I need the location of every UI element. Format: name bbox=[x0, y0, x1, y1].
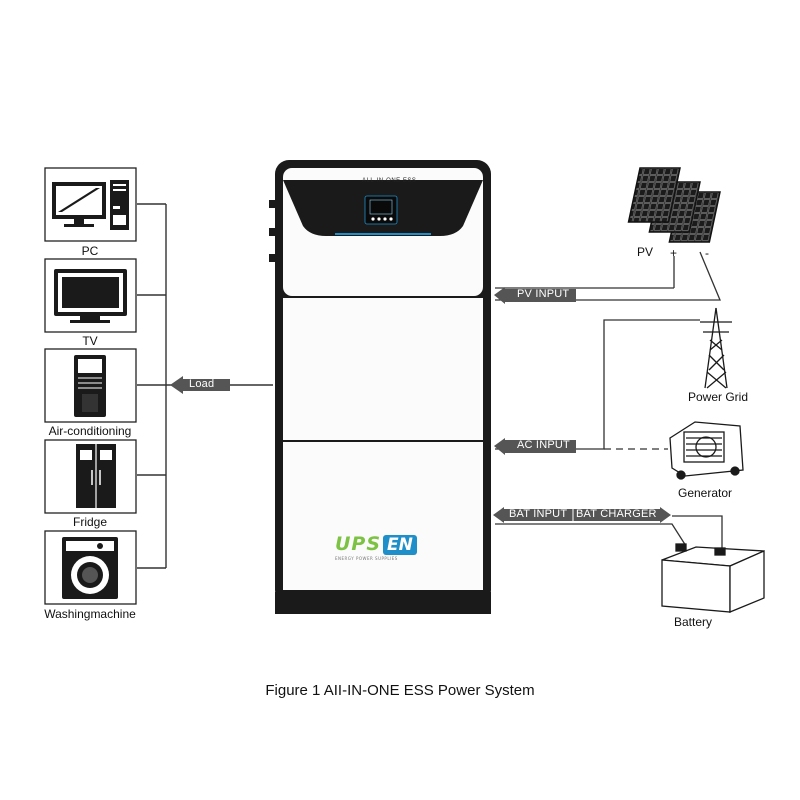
air-conditioner-icon bbox=[74, 355, 106, 417]
device-label-fridge: Fridge bbox=[72, 515, 108, 529]
pv-input-label: PV INPUT bbox=[517, 288, 570, 300]
ac-wiring bbox=[495, 319, 700, 450]
brand-tagline: ENERGY POWER SUPPLIES bbox=[335, 556, 398, 561]
power-grid-tower-icon bbox=[700, 307, 732, 389]
device-label-washing-machine: Washingmachine bbox=[44, 607, 136, 621]
pv-plus-terminal: + bbox=[670, 246, 678, 260]
generator-icon bbox=[669, 421, 744, 480]
battery-icon bbox=[661, 543, 765, 613]
solar-panel-icon bbox=[627, 167, 721, 243]
ac-input-label: AC INPUT bbox=[517, 439, 570, 451]
device-label-air-conditioning: Air-conditioning bbox=[48, 424, 132, 438]
ac-input-arrow bbox=[494, 438, 576, 455]
device-box-tv bbox=[44, 258, 137, 333]
pv-label: PV bbox=[637, 245, 654, 259]
pv-input-arrow bbox=[494, 287, 576, 304]
device-box-pc bbox=[44, 167, 137, 242]
tv-icon bbox=[54, 269, 127, 323]
battery-label: Battery bbox=[673, 615, 713, 629]
device-label-pc: PC bbox=[81, 244, 99, 258]
bat-input-label: BAT INPUT bbox=[509, 508, 568, 520]
ess-unit bbox=[269, 160, 491, 614]
device-box-air-conditioning bbox=[44, 348, 137, 423]
brand-en-text: EN bbox=[383, 535, 417, 555]
device-box-washing-machine bbox=[44, 530, 137, 605]
power-grid-label: Power Grid bbox=[687, 390, 749, 404]
device-box-fridge bbox=[44, 439, 137, 514]
display-panel bbox=[283, 180, 483, 236]
fridge-icon bbox=[76, 444, 116, 508]
washing-machine-icon bbox=[62, 537, 118, 599]
load-label: Load bbox=[189, 378, 215, 390]
device-label-tv: TV bbox=[82, 334, 98, 348]
pc-icon bbox=[52, 180, 129, 230]
brand-ups-text: UPS bbox=[335, 533, 382, 555]
load-arrow bbox=[170, 376, 230, 394]
bat-charger-label: BAT CHARGER bbox=[576, 508, 657, 520]
pv-minus-terminal: - bbox=[705, 246, 709, 260]
figure-caption: Figure 1 AII-IN-ONE ESS Power System bbox=[265, 682, 535, 699]
generator-label: Generator bbox=[677, 486, 733, 500]
unit-header-text: ALL-IN-ONE ESS bbox=[362, 178, 417, 184]
battery-wiring bbox=[495, 515, 723, 560]
battery-arrow bbox=[493, 507, 671, 523]
